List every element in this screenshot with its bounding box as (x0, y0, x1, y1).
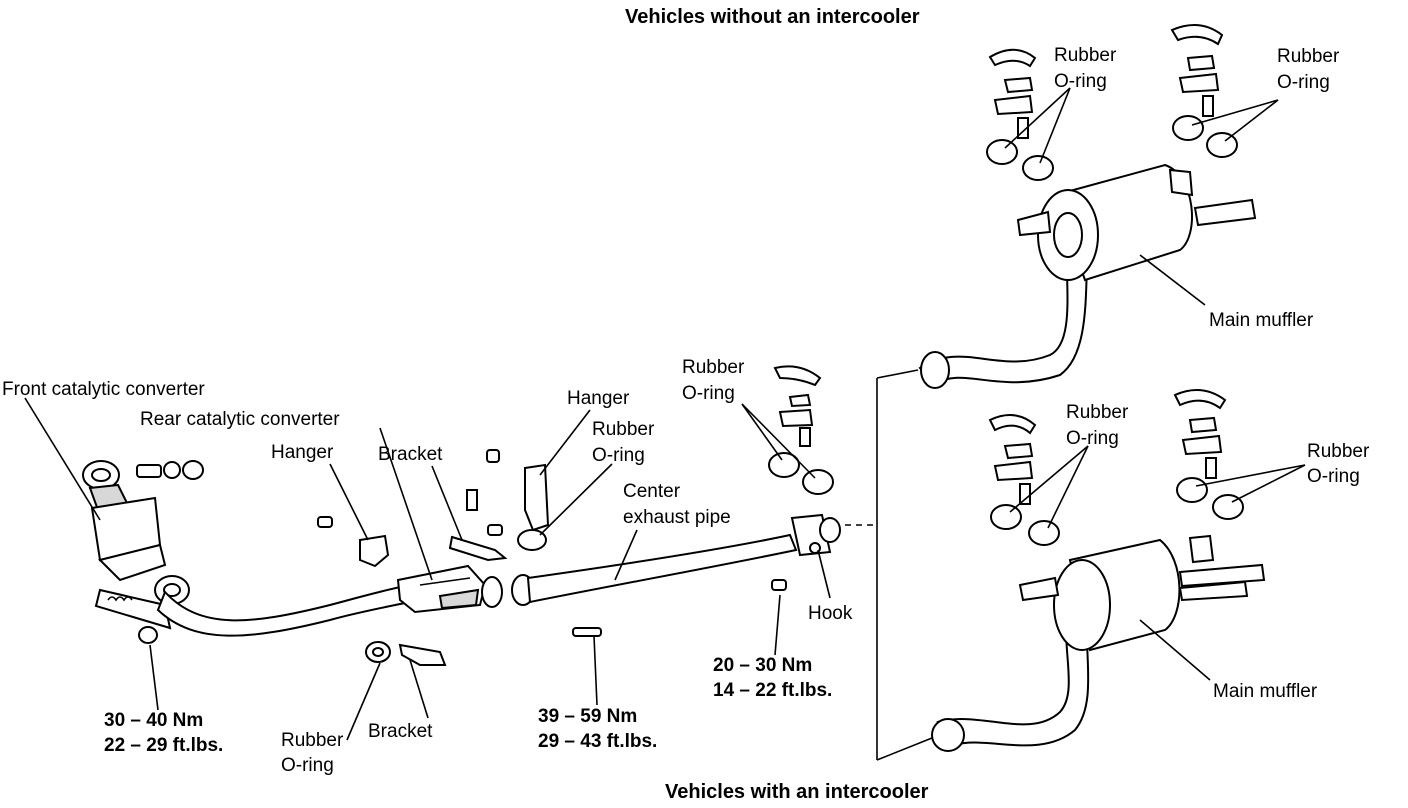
variant-bracket-lines (845, 369, 933, 761)
main-muffler-top (918, 163, 1257, 389)
label-bracket-lower: Bracket (368, 721, 433, 742)
center-exhaust-pipe (511, 513, 841, 606)
label-rubber-top1-1: Rubber (1054, 45, 1117, 66)
label-center-pipe-1: Center (623, 481, 681, 502)
torque-1-nm: 30 – 40 Nm (104, 710, 203, 731)
label-rubber-top2-2: O-ring (1277, 72, 1330, 93)
label-rubber-center-1: Rubber (682, 357, 745, 378)
front-pipe (156, 584, 412, 637)
label-hanger-mid: Hanger (567, 388, 630, 409)
label-rubber-top2-1: Rubber (1277, 46, 1340, 67)
bottom-oring-group-2 (1173, 389, 1244, 520)
lower-oring-bracket (365, 641, 447, 666)
top-oring-group-2 (1170, 24, 1238, 158)
label-center-pipe-2: exhaust pipe (623, 507, 731, 528)
torque-3-ftlbs: 14 – 22 ft.lbs. (713, 680, 832, 701)
label-rubber-bot2-1: Rubber (1307, 441, 1370, 462)
header-without-intercooler: Vehicles without an intercooler (625, 6, 920, 28)
label-rubber-mid-2: O-ring (592, 445, 645, 466)
label-main-muffler-top: Main muffler (1209, 310, 1314, 331)
bracket-mid (448, 449, 508, 562)
label-rubber-mid-1: Rubber (592, 419, 655, 440)
torque-1-ftlbs: 22 – 29 ft.lbs. (104, 735, 223, 756)
label-rubber-center-2: O-ring (682, 383, 735, 404)
front-catalytic-converter (82, 460, 190, 644)
hanger-left (317, 516, 390, 568)
header-with-intercooler: Vehicles with an intercooler (665, 781, 929, 803)
label-rubber-lower-1: Rubber (281, 730, 344, 751)
label-rubber-bot2-2: O-ring (1307, 466, 1360, 487)
label-hanger-left: Hanger (271, 442, 334, 463)
rear-catalytic-converter (396, 564, 503, 614)
label-rear-catalytic-converter: Rear catalytic converter (140, 409, 340, 430)
label-front-catalytic-converter: Front catalytic converter (2, 379, 205, 400)
stud-nuts (136, 460, 204, 480)
label-rubber-lower-2: O-ring (281, 755, 334, 776)
bottom-oring-group-1 (988, 414, 1060, 546)
bolts (572, 579, 787, 637)
torque-2-nm: 39 – 59 Nm (538, 706, 637, 727)
torque-3-nm: 20 – 30 Nm (713, 655, 812, 676)
top-oring-group-1 (986, 48, 1054, 181)
label-main-muffler-bottom: Main muffler (1213, 681, 1318, 702)
main-muffler-bottom (931, 534, 1266, 752)
center-oring-group (768, 365, 834, 495)
rubber-oring-mid (517, 529, 547, 551)
hanger-mid (524, 463, 550, 532)
label-rubber-top1-2: O-ring (1054, 71, 1107, 92)
label-rubber-bot1-1: Rubber (1066, 402, 1129, 423)
torque-2-ftlbs: 29 – 43 ft.lbs. (538, 731, 657, 752)
leader-lines (24, 87, 1306, 741)
label-bracket-mid: Bracket (378, 444, 443, 465)
label-rubber-bot1-2: O-ring (1066, 428, 1119, 449)
label-hook: Hook (808, 603, 853, 624)
